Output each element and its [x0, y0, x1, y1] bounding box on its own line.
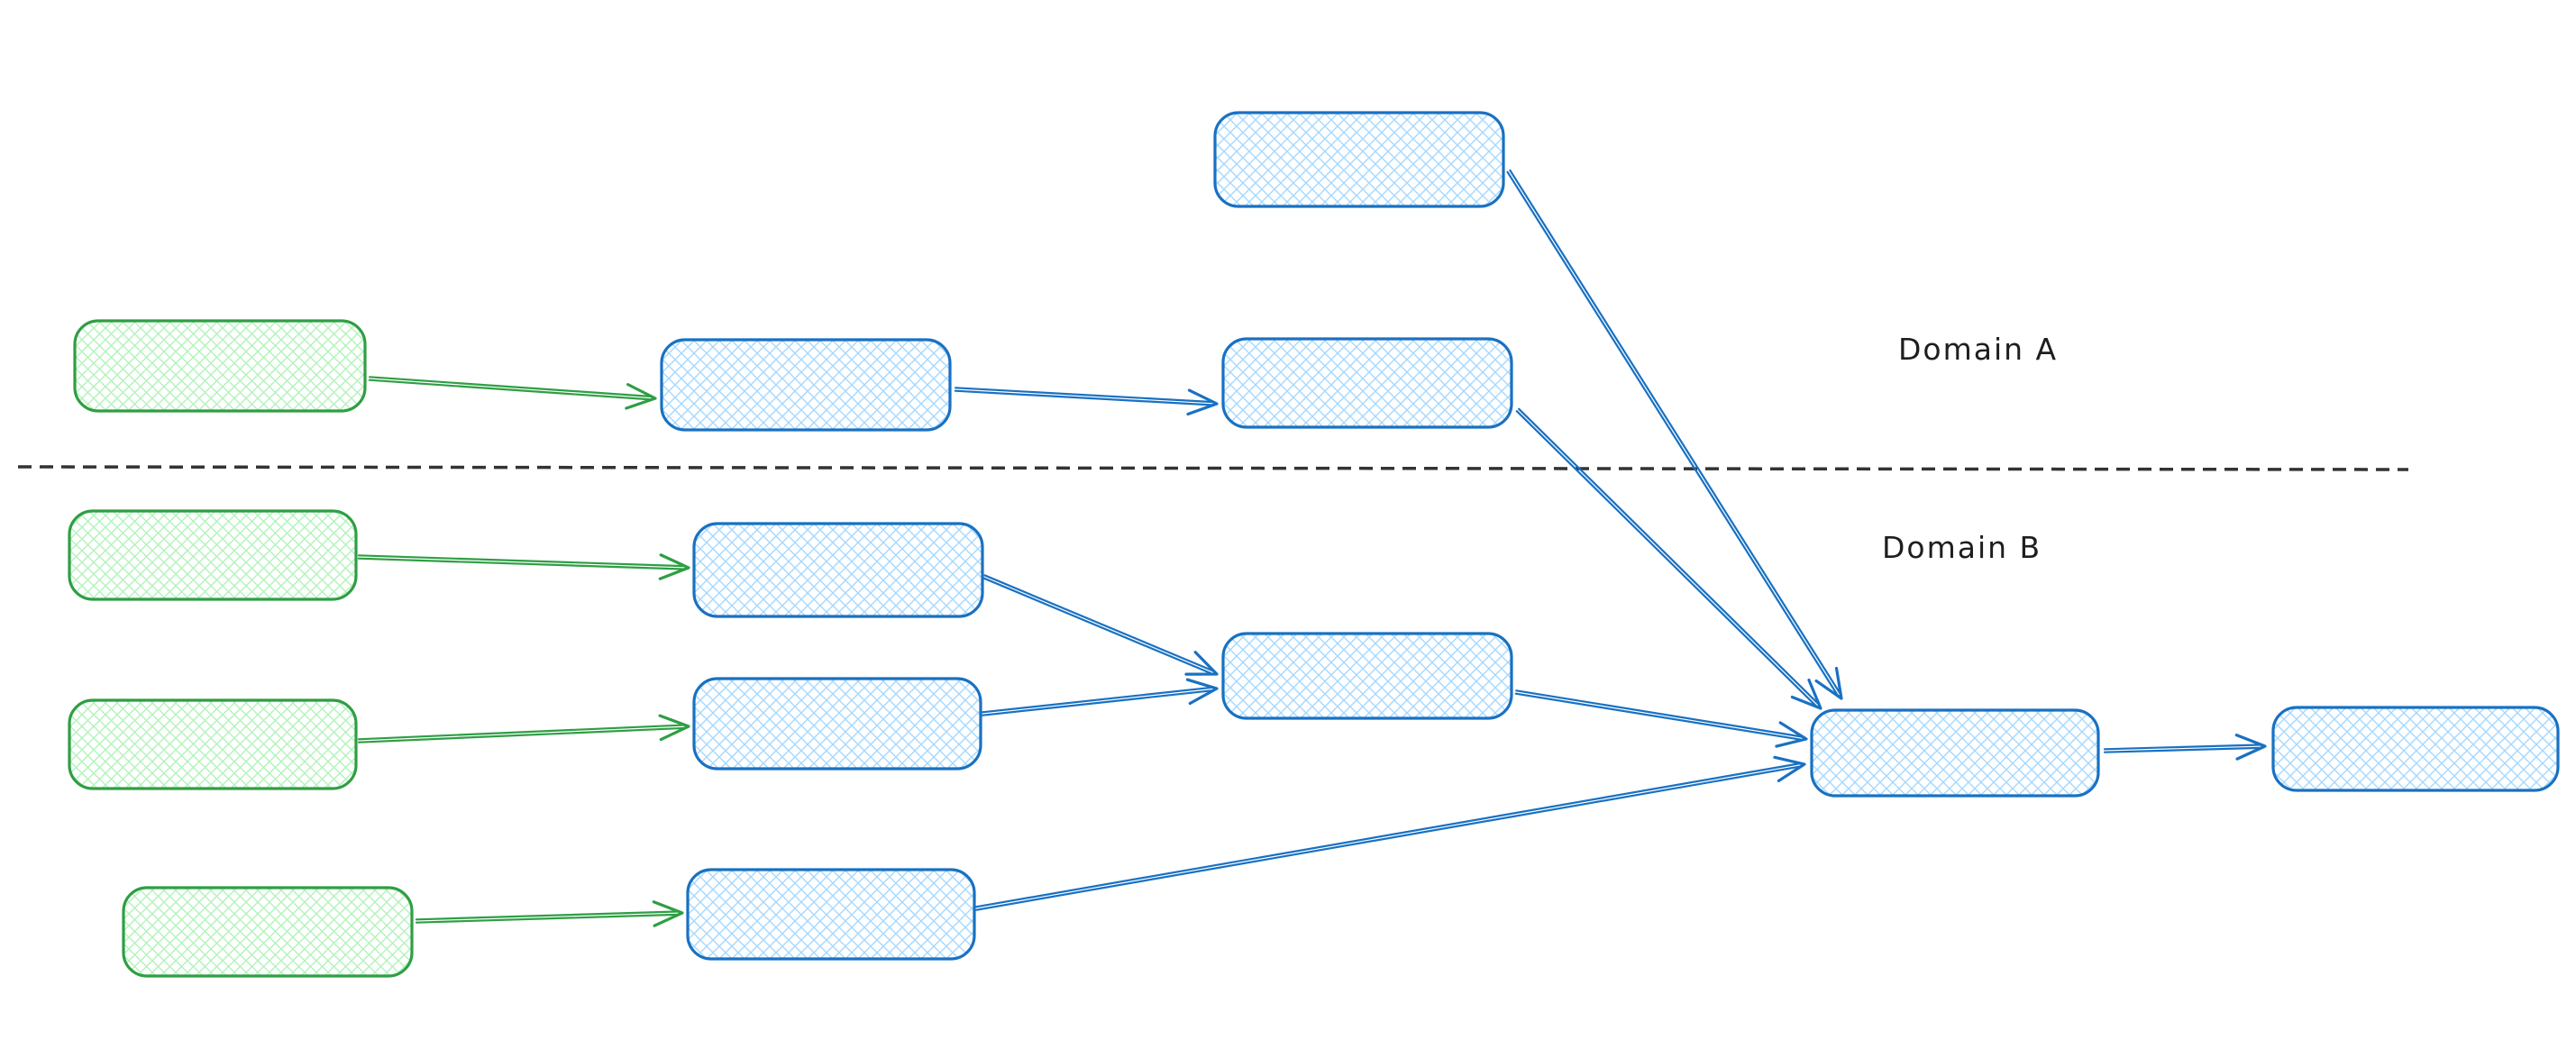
node-box [122, 886, 414, 978]
edge-b-step3-to-merge-all[interactable] [974, 755, 1806, 911]
node-b-step3-blue[interactable] [686, 868, 976, 961]
node-a-step2-blue[interactable] [1221, 337, 1513, 429]
edge-a-source-to-a-step1[interactable] [368, 376, 657, 410]
node-b-source2-green[interactable] [68, 698, 358, 790]
node-box [68, 509, 358, 601]
node-b-merge-blue[interactable] [1221, 632, 1513, 720]
edge-top-to-merge-all[interactable] [1506, 169, 1843, 700]
domain-b-label[interactable]: Domain B [1882, 530, 2042, 565]
edge-a-step1-to-a-step2[interactable] [954, 387, 1219, 416]
edge-b-step1-to-b-merge[interactable] [982, 574, 1219, 676]
node-final-blue[interactable] [2271, 706, 2560, 792]
domain-divider-line[interactable] [17, 465, 2409, 471]
node-box [1213, 111, 1505, 208]
node-box [2271, 706, 2560, 792]
node-box [692, 522, 984, 618]
node-a-step1-blue[interactable] [660, 338, 952, 432]
node-box [660, 338, 952, 432]
node-a-source-green[interactable] [73, 319, 367, 413]
edge-a-step2-to-merge-all[interactable] [1515, 407, 1822, 710]
domain-a-label[interactable]: Domain A [1898, 332, 2059, 367]
edge-b-source1-to-b-step1[interactable] [357, 553, 690, 580]
node-box [68, 698, 358, 790]
edge-b-source2-to-b-step2[interactable] [357, 714, 690, 743]
node-b-step1-blue[interactable] [692, 522, 984, 618]
node-top-blue[interactable] [1213, 111, 1505, 208]
node-b-source1-green[interactable] [68, 509, 358, 601]
node-box [73, 319, 367, 413]
edge-b-source3-to-b-step3[interactable] [415, 900, 684, 927]
edge-merge-all-to-final[interactable] [2103, 734, 2267, 761]
node-box [1810, 708, 2100, 798]
edge-b-merge-to-merge-all[interactable] [1514, 689, 1808, 748]
node-merge-all-blue[interactable] [1810, 708, 2100, 798]
node-b-source3-green[interactable] [122, 886, 414, 978]
node-box [1221, 337, 1513, 429]
edge-b-step2-to-b-merge[interactable] [981, 678, 1219, 716]
node-b-step2-blue[interactable] [692, 677, 982, 771]
nodes-layer [68, 111, 2560, 978]
node-box [686, 868, 976, 961]
edges-layer [17, 169, 2409, 927]
node-box [1221, 632, 1513, 720]
node-box [692, 677, 982, 771]
